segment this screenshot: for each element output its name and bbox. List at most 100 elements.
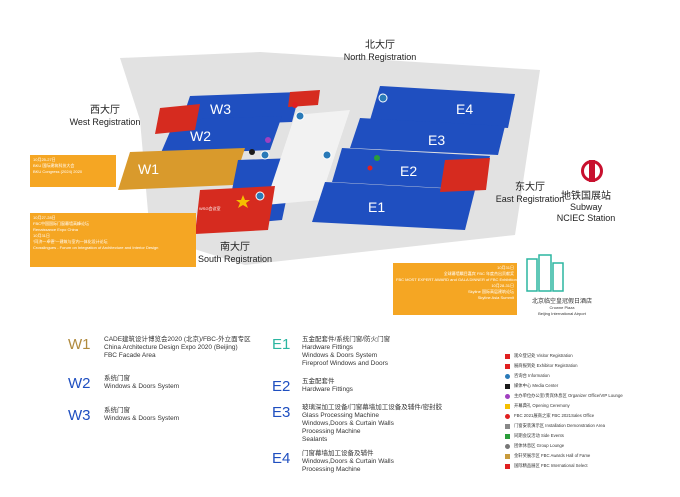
south-registration-cn: 南大厅 (220, 242, 250, 253)
key-organizer-office: 主办单位办公室/贵宾休息区 Organizer Office/VIP Loung… (505, 391, 675, 401)
east-event-note: 10月31日 全球幕墙瞩目嘉宾 FBC 年度杰出贡献奖 FBC MOST EXP… (393, 263, 517, 315)
legend-w2-code: W2 (68, 375, 91, 392)
hall-w3-label: W3 (210, 101, 231, 117)
legend-line: Processing Machine (302, 466, 361, 473)
floor-plan-map: W3 W2 W1 E4 E3 E2 E1 WSG会议室 (118, 52, 540, 265)
visitor-registration-icon (367, 165, 373, 171)
key-label: 媒体中心 Media Center (514, 383, 559, 388)
hotel-en2: Beijing International Airport (538, 311, 586, 316)
organizer-office-icon (265, 137, 271, 143)
note-line: FBC中国国际门窗幕墙高峰论坛 (33, 221, 89, 226)
south-registration-label: 南大厅 South Registration (185, 242, 285, 265)
key-information: 咨询台 Information (505, 371, 675, 381)
legend-w3-code: W3 (68, 407, 91, 424)
hall-e3[interactable] (350, 118, 505, 155)
legend-line: FBC Facade Area (104, 352, 156, 359)
south-registration-en: South Registration (197, 254, 273, 264)
legend-line: Glass Processing Machine (302, 412, 379, 419)
hall-e4[interactable] (370, 86, 515, 128)
key-group-lounge: 团体休息区 Group Lounge (505, 441, 675, 451)
west-event-note: 10月25-27日 BKU 国际建筑科技大会 BKU Congress (202… (30, 155, 116, 187)
hotel-en1: Crowne Plaza (549, 305, 575, 310)
flag-icon (505, 463, 510, 469)
subway-en1: Subway (569, 202, 603, 212)
note-line: FBC MOST EXPERT AWARD and GALA DINNER of… (396, 277, 517, 282)
east-registration-building (440, 158, 490, 192)
key-side-events: 同期会议活动 Side Events (505, 431, 675, 441)
key-label: 国际精品展区 FBC International Select (514, 463, 588, 468)
hall-w1[interactable] (118, 148, 245, 190)
legend-e1-text: 五金配套件/系统门窗/防火门窗 Hardware Fittings Window… (302, 336, 390, 368)
note-line: 10月31日 (497, 265, 514, 270)
note-line: Crosslingues - Forum on Integration of A… (33, 245, 159, 250)
south-event-note: 10月27-28日 FBC中国国际门窗幕墙高峰论坛 Renaissance Ex… (30, 213, 196, 267)
key-installation-demo: 门窗安装演示区 Installation Demonstration Area (505, 421, 675, 431)
subway-logo-icon (581, 160, 603, 182)
hotel-label: 北京临空皇冠假日酒店 Crowne Plaza Beijing Internat… (512, 296, 612, 317)
legend-e1-code: E1 (272, 336, 291, 353)
hall-e4-label: E4 (456, 101, 473, 117)
west-registration-building (155, 104, 200, 134)
hotel-cn: 北京临空皇冠假日酒店 (531, 299, 592, 305)
key-sales-office: FBC 2021展商之家 FBC 2021Sales Office (505, 411, 675, 421)
legend-line: Sealants (302, 436, 328, 443)
legend-line: Windows & Doors System (302, 352, 378, 359)
key-label: 观众登记处 Visitor Registration (514, 353, 573, 358)
group-lounge-icon (505, 443, 510, 449)
legend-e3-text: 玻璃深加工设备/门窗幕墙加工设备及辅件/密封胶 Glass Processing… (302, 404, 442, 444)
subway-cn: 地铁国展站 (561, 191, 611, 202)
key-label: 团体休息区 Group Lounge (514, 443, 565, 448)
sales-office-icon (292, 102, 298, 108)
legend-line: 系统门窗 (104, 375, 130, 382)
info-icon (378, 93, 388, 103)
legend-line: Hardware Fittings (302, 344, 353, 351)
star-icon (505, 403, 510, 409)
info-icon (255, 191, 265, 201)
north-registration-label: 北大厅 North Registration (330, 40, 430, 63)
key-label: 金轩奖展示区 FBC Awards Hall of Fame (514, 453, 591, 458)
hall-e1[interactable] (312, 182, 475, 230)
legend-line: CADE建筑设计博览会2020 (北京)/FBC-外立面专区 (104, 336, 251, 343)
trophy-icon (505, 453, 510, 459)
east-registration-en: East Registration (495, 194, 565, 204)
note-line: “同济一卓德”一建筑与室内一体化设计论坛 (33, 239, 108, 244)
note-line: 10月27-28日 (33, 215, 56, 220)
central-gallery (265, 110, 350, 205)
legend-line: Windows & Doors System (104, 415, 180, 422)
exhibitor-registration-icon (505, 363, 510, 369)
legend-line: 门窗幕墙加工设备及辅件 (302, 450, 374, 457)
info-icon (260, 150, 270, 160)
key-label: 开幕典礼 Opening Ceremony (514, 403, 570, 408)
key-awards-hall: 金轩奖展示区 FBC Awards Hall of Fame (505, 451, 675, 461)
hotel-building-icon (526, 254, 564, 292)
window-icon (505, 423, 510, 429)
legend-line: China Architecture Design Expo 2020 (Bei… (104, 344, 238, 351)
west-registration-en: West Registration (69, 117, 141, 127)
legend-line: 五金配套件/系统门窗/防火门窗 (302, 336, 391, 343)
key-opening-ceremony: 开幕典礼 Opening Ceremony (505, 401, 675, 411)
legend-line: 系统门窗 (104, 407, 130, 414)
side-events-icon (374, 155, 380, 161)
info-icons (255, 93, 388, 201)
legend-line: Windows & Doors System (104, 383, 180, 390)
visitor-registration-icon (505, 353, 510, 359)
key-label: 同期会议活动 Side Events (514, 433, 564, 438)
media-center-icon (249, 149, 255, 155)
east-registration-cn: 东大厅 (515, 182, 545, 193)
info-icon (322, 150, 332, 160)
legend-line: Processing Machine (302, 428, 361, 435)
key-exhibitor-registration: 展商报到处 Exhibitor Registration (505, 361, 675, 371)
legend-line: Windows,Doors & Curtain Walls (302, 420, 394, 427)
south-booth-label: WSG会议室 (199, 205, 221, 211)
symbol-key: 观众登记处 Visitor Registration 展商报到处 Exhibit… (505, 351, 675, 471)
east-registration-label: 东大厅 East Registration (480, 182, 580, 205)
note-line: Skyline 国际高层建筑论坛 (467, 289, 514, 294)
note-line: 10月25-27日 (33, 157, 56, 162)
legend-e3-code: E3 (272, 404, 291, 421)
sales-office-icon (505, 413, 510, 419)
key-international-select: 国际精品展区 FBC International Select (505, 461, 675, 471)
legend-line: 玻璃深加工设备/门窗幕墙加工设备及辅件/密封胶 (302, 404, 443, 411)
legend-w1-text: CADE建筑设计博览会2020 (北京)/FBC-外立面专区 China Arc… (104, 336, 251, 360)
note-line: BKU Congress (2024) 2020 (33, 169, 83, 174)
subway-station: 地铁国展站 Subway NCIEC Station (546, 160, 626, 224)
